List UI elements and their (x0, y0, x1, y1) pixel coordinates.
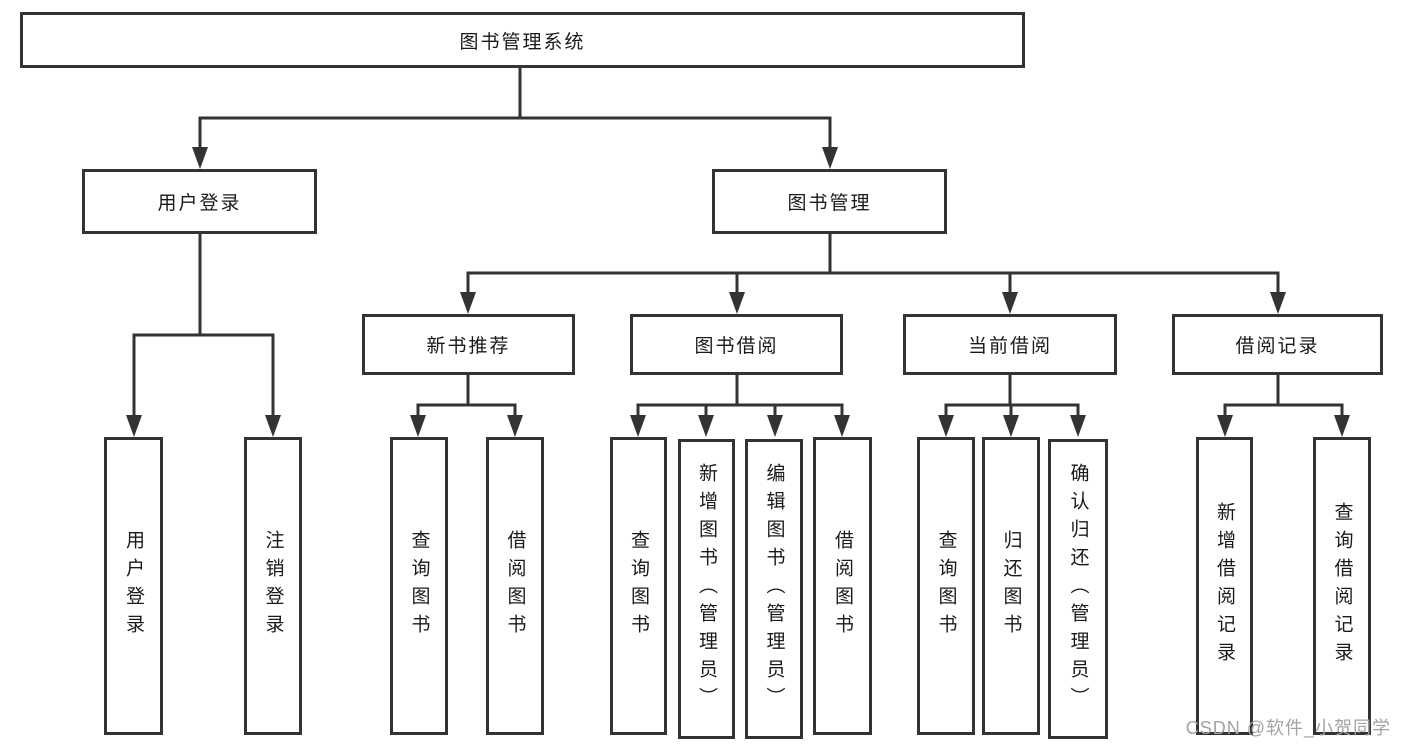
arrowhead-icon (630, 415, 646, 437)
arrowhead-icon (822, 147, 838, 169)
leaf-logout: 注销登录 (244, 437, 302, 735)
arrowhead-icon (460, 292, 476, 314)
connector-book-mgmt-branch (460, 232, 1286, 314)
leaf-newbook-borrow: 借阅图书 (486, 437, 544, 735)
leaf-record-add-label: 新增借阅记录 (1214, 502, 1235, 670)
arrowhead-icon (767, 415, 783, 437)
leaf-current-return-label: 归还图书 (1000, 530, 1022, 642)
leaf-borrow-add-label: 新增图书（管理员） (696, 463, 717, 715)
leaf-borrow-query-label: 查询图书 (628, 530, 649, 642)
leaf-borrow-add: 新增图书（管理员） (678, 439, 735, 739)
leaf-current-confirm-label: 确认归还（管理员） (1067, 463, 1089, 715)
leaf-borrow-edit-label: 编辑图书（管理员） (763, 463, 785, 715)
arrowhead-icon (410, 415, 426, 437)
node-book-borrow-label: 图书借阅 (694, 336, 779, 357)
connector-book-borrow-branch (630, 373, 850, 437)
arrowhead-icon (1003, 415, 1019, 437)
node-book-mgmt: 图书管理 (712, 169, 947, 234)
leaf-logout-label: 注销登录 (262, 530, 284, 642)
arrowhead-icon (1002, 292, 1018, 314)
leaf-borrow-borrow-label: 借阅图书 (832, 530, 853, 642)
arrowhead-icon (1070, 415, 1086, 437)
node-current-borrow: 当前借阅 (903, 314, 1117, 375)
leaf-record-query: 查询借阅记录 (1313, 437, 1371, 735)
connector-new-book-branch (410, 373, 523, 437)
leaf-record-query-label: 查询借阅记录 (1331, 502, 1353, 670)
connector-borrow-record-branch (1217, 373, 1350, 437)
leaf-borrow-edit: 编辑图书（管理员） (745, 439, 803, 739)
leaf-current-query-label: 查询图书 (935, 530, 957, 642)
node-book-borrow: 图书借阅 (630, 314, 843, 375)
node-book-mgmt-label: 图书管理 (787, 193, 872, 214)
node-borrow-record-label: 借阅记录 (1235, 336, 1320, 357)
arrowhead-icon (938, 415, 954, 437)
node-user-login-label: 用户登录 (157, 193, 242, 214)
leaf-borrow-borrow: 借阅图书 (813, 437, 872, 735)
leaf-borrow-query: 查询图书 (610, 437, 667, 735)
node-user-login: 用户登录 (82, 169, 317, 234)
arrowhead-icon (729, 292, 745, 314)
arrowhead-icon (1270, 292, 1286, 314)
leaf-newbook-borrow-label: 借阅图书 (504, 530, 526, 642)
arrowhead-icon (265, 415, 281, 437)
leaf-record-add: 新增借阅记录 (1196, 437, 1253, 735)
arrowhead-icon (126, 415, 142, 437)
arrowhead-icon (1217, 415, 1233, 437)
arrowhead-icon (698, 415, 714, 437)
node-new-book: 新书推荐 (362, 314, 575, 375)
arrowhead-icon (834, 415, 850, 437)
node-root: 图书管理系统 (20, 12, 1025, 68)
leaf-user-login: 用户登录 (104, 437, 163, 735)
leaf-current-query: 查询图书 (917, 437, 975, 735)
node-root-label: 图书管理系统 (459, 31, 586, 53)
arrowhead-icon (1334, 415, 1350, 437)
leaf-user-login-label: 用户登录 (123, 530, 144, 642)
node-current-borrow-label: 当前借阅 (967, 336, 1052, 357)
leaf-newbook-query: 查询图书 (390, 437, 448, 735)
node-borrow-record: 借阅记录 (1172, 314, 1383, 375)
csdn-watermark: CSDN @软件_小贺同学 (1185, 718, 1391, 738)
arrowhead-icon (507, 415, 523, 437)
arrowhead-icon (192, 147, 208, 169)
leaf-newbook-query-label: 查询图书 (408, 530, 430, 642)
leaf-current-return: 归还图书 (982, 437, 1040, 735)
node-new-book-label: 新书推荐 (426, 336, 511, 357)
leaf-current-confirm: 确认归还（管理员） (1048, 439, 1108, 739)
connector-current-borrow-branch (938, 373, 1086, 437)
connector-user-login-branch (126, 232, 281, 437)
connector-root-branch (192, 66, 838, 169)
